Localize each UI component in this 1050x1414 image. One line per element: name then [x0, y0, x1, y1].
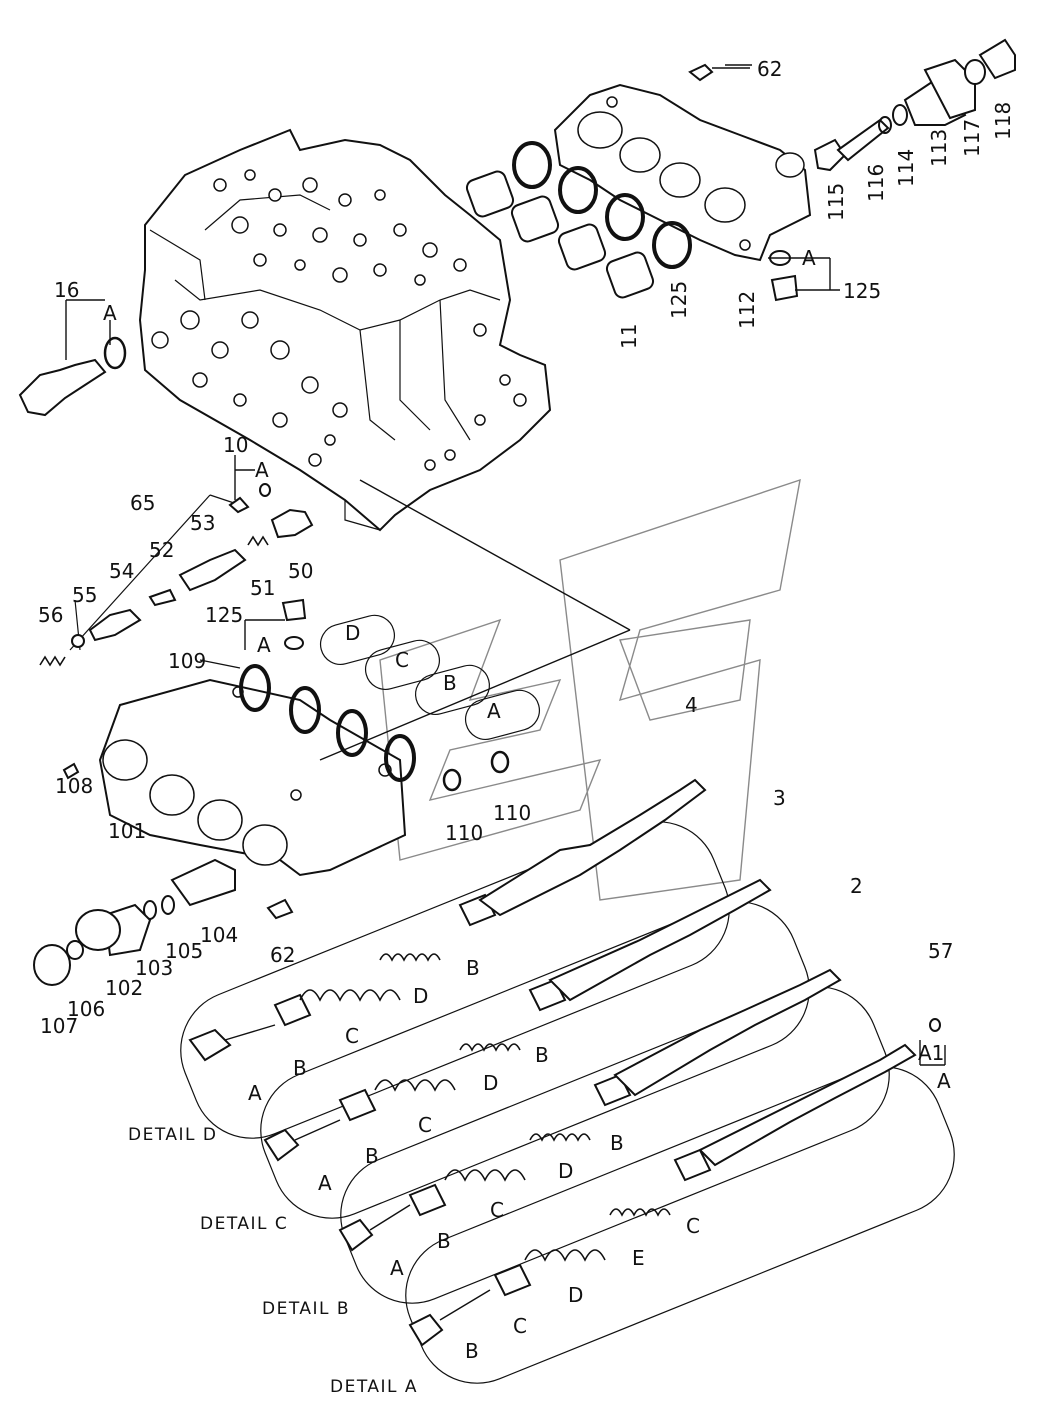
detail-c-c: C [418, 1113, 432, 1137]
detail-b-spool [338, 968, 890, 1304]
callout-a-125-top: A [802, 246, 816, 270]
detail-d-spool [180, 778, 730, 1139]
caption-detail-c: DETAIL C [200, 1214, 288, 1234]
label-62-top: 62 [757, 57, 782, 81]
detail-c-d: D [483, 1071, 498, 1095]
detail-d-a: A [248, 1081, 262, 1105]
detail-a-a1: A1 [918, 1041, 944, 1065]
label-51: 51 [250, 576, 275, 600]
phantom-d: D [345, 621, 360, 645]
part-65-group [39, 483, 314, 667]
detail-c-b2: B [535, 1043, 549, 1067]
label-111: 112 [735, 291, 759, 329]
label-116: 117 [960, 119, 984, 157]
detail-a-b: B [465, 1339, 479, 1363]
end-cap-101 [98, 678, 407, 877]
callout-a-125-left: A [257, 633, 271, 657]
callout-a-16: A [103, 301, 117, 325]
caption-detail-a: DETAIL A [330, 1377, 418, 1397]
part-16-valve [18, 336, 127, 417]
detail-d-b1: B [293, 1056, 307, 1080]
label-112: 113 [927, 129, 951, 167]
detail-a-c1: C [513, 1314, 527, 1338]
detail-d-b2: B [466, 956, 480, 980]
label-65: 65 [130, 491, 155, 515]
label-16: 16 [54, 278, 79, 302]
label-57: 57 [928, 939, 953, 963]
label-55: 55 [72, 583, 97, 607]
o-rings-118 [512, 141, 692, 269]
label-113: 114 [894, 149, 918, 187]
detail-b-d: D [558, 1159, 573, 1183]
label-56: 56 [38, 603, 63, 627]
detail-b-c: C [490, 1198, 504, 1222]
detail-d-c: C [345, 1024, 359, 1048]
phantom-c: C [395, 648, 409, 672]
caption-detail-b: DETAIL B [262, 1299, 350, 1319]
part-number-labels: 62 118 117 113 114 116 115 125 112 125 1… [38, 57, 1015, 1038]
detail-a-e: E [632, 1246, 645, 1270]
leader-lines [65, 64, 946, 1066]
detail-d-d: D [413, 984, 428, 1008]
detail-b-b2: B [610, 1131, 624, 1155]
detail-a-d: D [568, 1283, 583, 1307]
label-103: 103 [135, 956, 173, 980]
relief-assembly-102-107 [33, 762, 294, 986]
label-114: 115 [824, 183, 848, 221]
watermark-logo [379, 478, 801, 901]
label-2: 2 [850, 874, 863, 898]
label-101: 101 [108, 819, 146, 843]
label-117: 118 [991, 102, 1015, 140]
relief-assembly-112-117 [813, 38, 1016, 172]
label-50: 50 [288, 559, 313, 583]
callout-letters: A A A A D C B A A B C D B A B C D B A B … [103, 246, 951, 1363]
label-4: 4 [685, 693, 698, 717]
callout-a-10: A [255, 458, 269, 482]
detail-b-b1: B [437, 1229, 451, 1253]
label-125-left: 125 [205, 603, 243, 627]
plug-125-top [769, 250, 799, 302]
label-54: 54 [109, 559, 134, 583]
phantom-b: B [443, 671, 457, 695]
label-118: 125 [667, 281, 691, 319]
label-52: 52 [149, 538, 174, 562]
detail-c-b1: B [365, 1144, 379, 1168]
label-62-bottom: 62 [270, 943, 295, 967]
end-cap-111 [553, 83, 812, 262]
label-10: 10 [223, 433, 248, 457]
label-110-a: 110 [445, 821, 483, 845]
label-102: 102 [105, 976, 143, 1000]
label-115: 116 [864, 164, 888, 202]
spool-sleeves-11 [465, 170, 655, 299]
label-108: 108 [55, 774, 93, 798]
detail-a-c2: C [686, 1214, 700, 1238]
phantom-a: A [487, 699, 501, 723]
label-106: 106 [67, 997, 105, 1021]
label-107: 107 [40, 1014, 78, 1038]
detail-a-spool [405, 1018, 955, 1384]
detail-c-a: A [318, 1171, 332, 1195]
label-3: 3 [773, 786, 786, 810]
o-rings-109 [239, 664, 510, 792]
detail-a-a: A [937, 1069, 951, 1093]
caption-detail-d: DETAIL D [128, 1125, 218, 1145]
label-125-top: 125 [843, 279, 881, 303]
plug-125-left [281, 598, 307, 650]
label-104: 104 [200, 923, 238, 947]
detail-c-spool [260, 878, 810, 1219]
label-11: 11 [617, 324, 641, 349]
bolt-62-top [688, 63, 750, 82]
phantom-spools [319, 614, 540, 740]
detail-b-a: A [390, 1256, 404, 1280]
valve-body [138, 128, 552, 532]
label-105: 105 [165, 939, 203, 963]
label-53: 53 [190, 511, 215, 535]
detail-captions: DETAIL D DETAIL C DETAIL B DETAIL A [128, 1125, 418, 1397]
label-109: 109 [168, 649, 206, 673]
label-110-b: 110 [493, 801, 531, 825]
